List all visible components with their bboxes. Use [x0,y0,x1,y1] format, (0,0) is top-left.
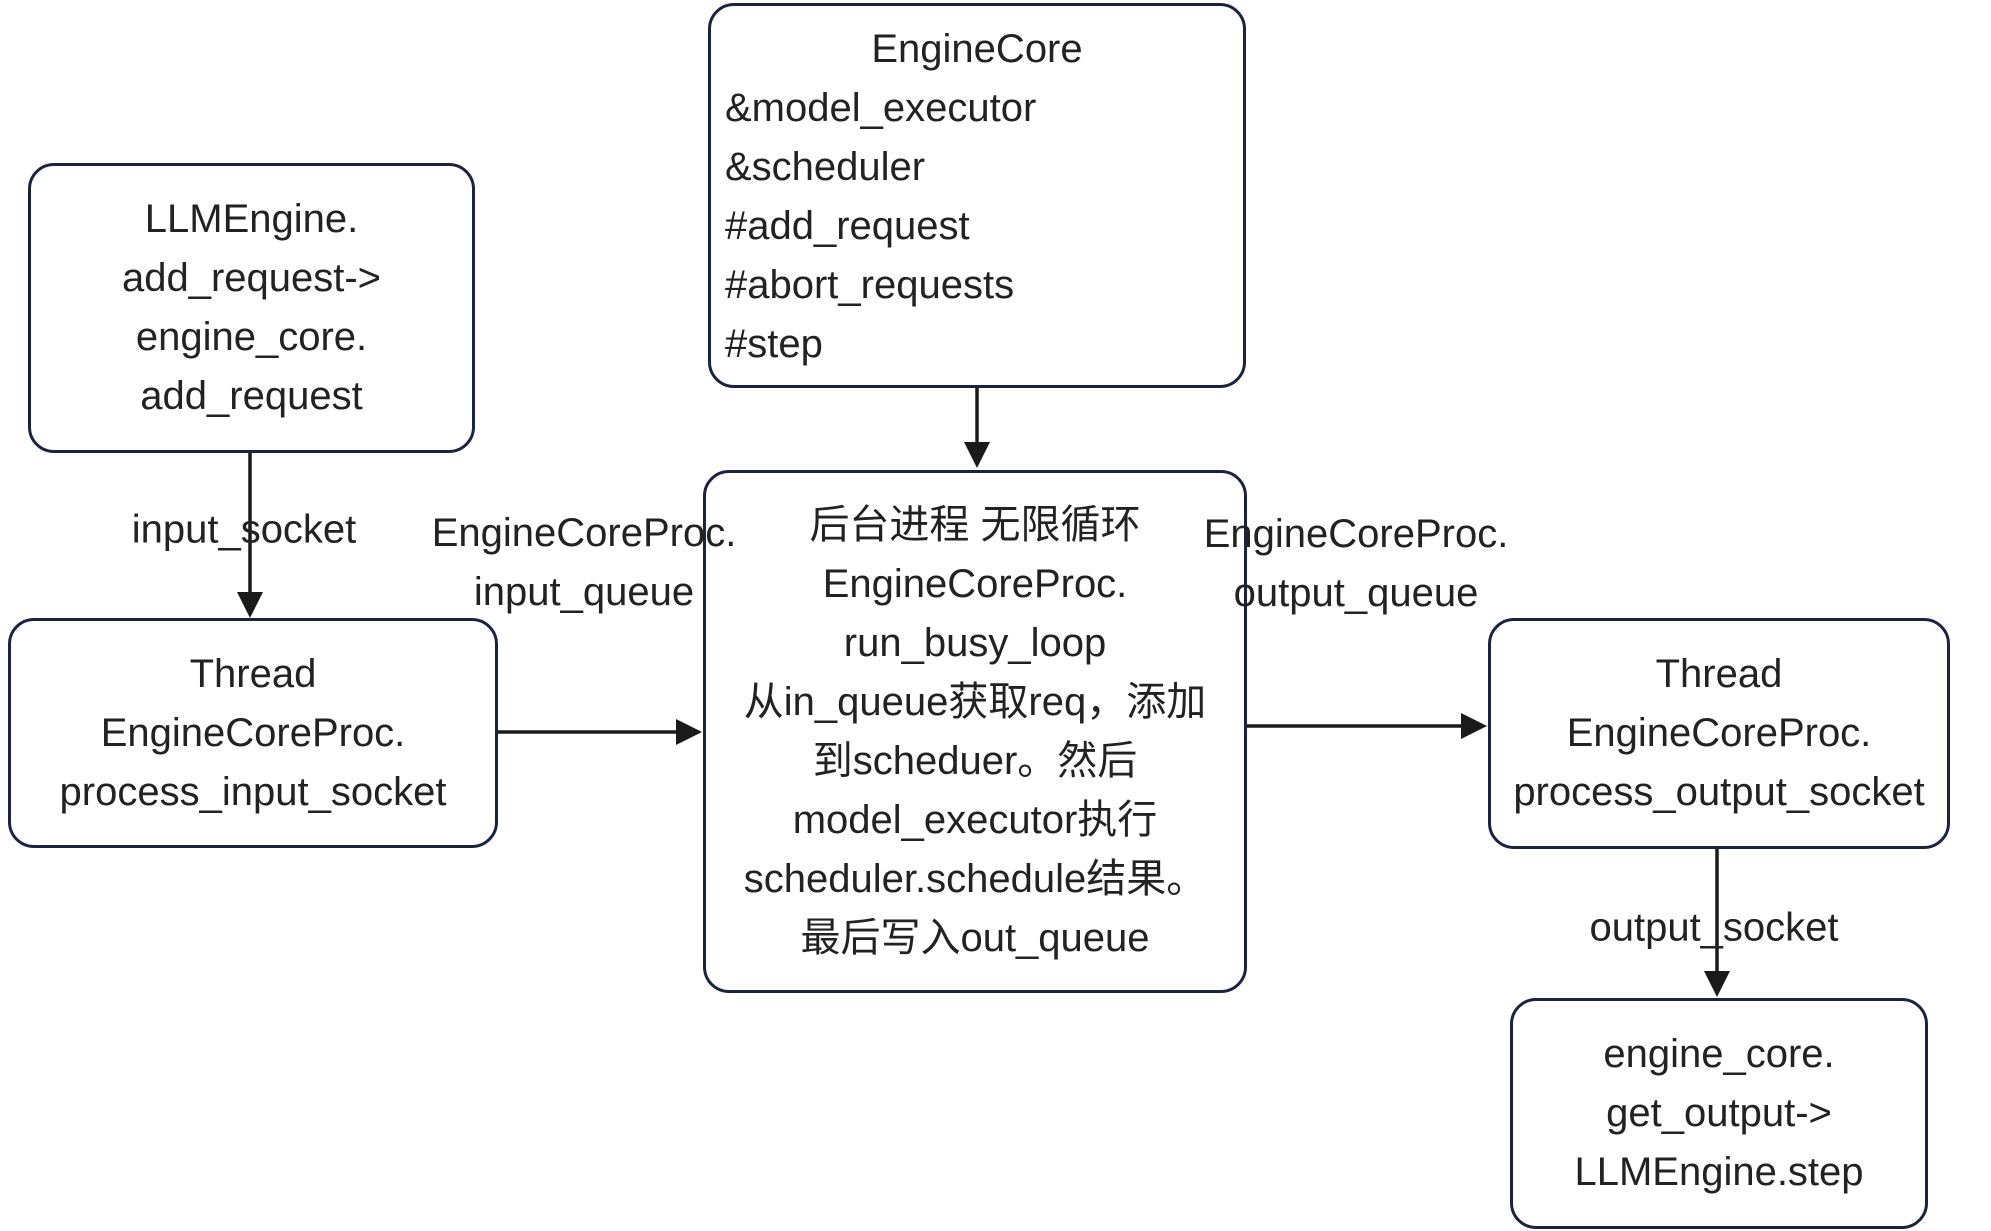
node-title: EngineCore [871,27,1083,71]
arrow-engine-core-to-busy-loop [964,387,990,468]
arrow-output-queue [1247,713,1487,739]
node-line: 后台进程 无限循环 [809,502,1141,547]
node-run-busy-loop: 后台进程 无限循环 EngineCoreProc. run_busy_loop … [703,470,1247,993]
edge-label-line: EngineCoreProc. [1203,512,1509,556]
edge-label-input-socket: input_socket [131,507,357,552]
arrow-output-socket [1704,848,1730,997]
node-line: EngineCoreProc. [822,561,1128,606]
node-line: EngineCoreProc. [100,710,406,755]
node-llm-engine-add-request: LLMEngine. add_request-> engine_core. ad… [28,163,475,453]
node-line: engine_core. [135,315,368,359]
node-line: process_input_socket [59,769,447,814]
node-engine-core: EngineCore &model_executor &scheduler #a… [708,3,1246,388]
node-line: EngineCoreProc. [1566,711,1872,755]
node-member: #step [725,322,823,366]
node-line: Thread [1655,652,1783,696]
node-line: 最后写入out_queue [800,915,1150,960]
node-thread-process-input-socket: Thread EngineCoreProc. process_input_soc… [8,618,498,848]
arrow-input-queue [498,719,702,745]
node-line: run_busy_loop [843,620,1107,665]
node-line: add_request-> [121,256,382,300]
node-line: scheduler.schedule结果。 [743,856,1207,901]
node-member: &scheduler [725,145,926,189]
node-line: model_executor执行 [792,797,1158,842]
edge-label-line: EngineCoreProc. [431,511,737,555]
node-line: LLMEngine.step [1574,1150,1864,1194]
node-line: add_request [140,374,363,418]
edge-label-output-socket: output_socket [1589,905,1839,950]
edge-label-input-queue: EngineCoreProc. input_queue [432,504,737,622]
node-line: get_output-> [1606,1091,1832,1135]
node-engine-core-get-output: engine_core. get_output-> LLMEngine.step [1510,998,1928,1229]
node-line: LLMEngine. [144,197,359,241]
edge-label-line: input_queue [473,570,695,614]
node-member: #abort_requests [725,263,1015,307]
edge-label-output-queue: EngineCoreProc. output_queue [1204,505,1509,623]
node-member: &model_executor [725,86,1037,130]
node-member: #add_request [725,204,970,248]
node-line: engine_core. [1603,1032,1835,1076]
node-thread-process-output-socket: Thread EngineCoreProc. process_output_so… [1488,618,1950,849]
node-line: 到scheduer。然后 [812,738,1138,783]
node-line: Thread [189,651,317,696]
node-line: process_output_socket [1513,770,1925,814]
edge-label-line: output_queue [1233,571,1479,615]
arrow-input-socket [237,452,263,618]
node-line: 从in_queue获取req，添加 [743,679,1207,724]
